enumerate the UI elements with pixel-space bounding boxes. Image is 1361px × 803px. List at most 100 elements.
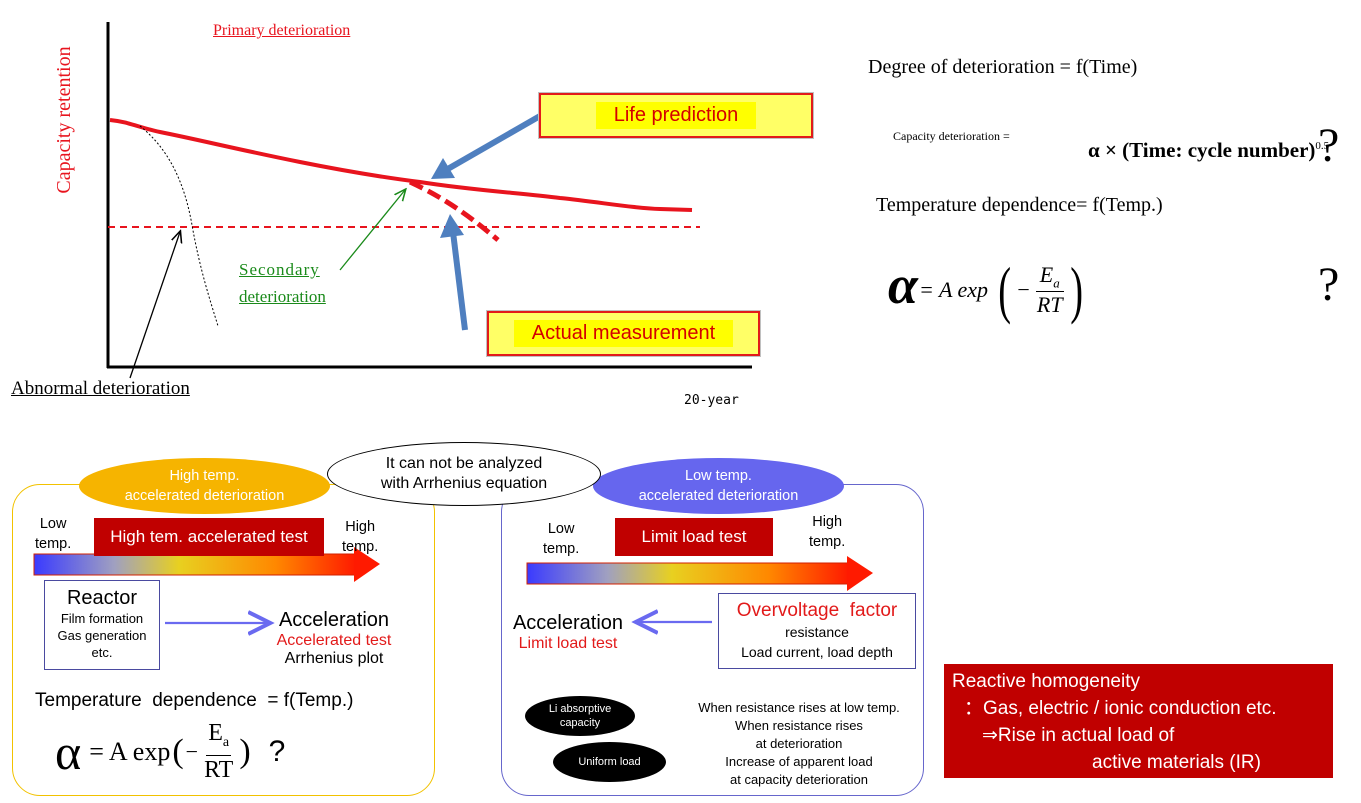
- reactor-item-3: etc.: [91, 645, 113, 660]
- limit-load-test-label: Limit load test: [615, 518, 773, 556]
- right-header-line1: Low temp.: [685, 468, 752, 484]
- abnormal-deterioration-label: Abnormal deterioration: [11, 378, 190, 399]
- left-formula-a: = A exp: [89, 737, 171, 766]
- reactive-line3: ⇒Rise in actual load of: [982, 725, 1175, 746]
- li-absorptive-oval: Li absorptive capacity: [525, 696, 635, 736]
- left-minus: −: [185, 739, 199, 764]
- left-high-temp: High temp.: [342, 517, 378, 557]
- overvoltage-item-1: resistance: [785, 624, 849, 640]
- capacity-rhs: α × (Time: cycle number)0.5: [1088, 138, 1329, 163]
- temperature-dependence-text: Temperature dependence= f(Temp.): [876, 194, 1163, 216]
- fraction-denominator: RT: [1036, 292, 1063, 318]
- reactive-line2: ：Gas, electric / ionic conduction etc.: [964, 698, 1277, 719]
- abnormal-arrow: [129, 232, 180, 379]
- left-fraction: Ea RT: [204, 720, 233, 785]
- overvoltage-title: Overvoltage factor: [736, 600, 898, 621]
- left-acceleration-block: Acceleration Accelerated test Arrhenius …: [264, 609, 404, 668]
- capacity-rhs-text: α × (Time: cycle number): [1088, 138, 1316, 162]
- left-fraction-den: RT: [204, 757, 234, 784]
- left-paren-right: ): [239, 733, 251, 770]
- overvoltage-item-2: Load current, load depth: [741, 644, 893, 660]
- left-acceleration-title: Acceleration: [278, 609, 390, 631]
- life-prediction-box: Life prediction: [538, 92, 814, 139]
- paren-left: (: [998, 254, 1012, 325]
- right-low-temp: Low temp.: [543, 519, 579, 559]
- right-low-word: Low: [547, 521, 575, 537]
- reactor-item-1: Film formation: [60, 611, 144, 626]
- reactor-title: Reactor: [66, 587, 138, 609]
- right-note-4: Increase of apparent load: [725, 754, 873, 769]
- actual-measurement-box: Actual measurement: [486, 310, 761, 357]
- arrhenius-formula: = A exp ( − Ea RT ): [919, 254, 1087, 325]
- left-header-line1: High temp.: [169, 468, 240, 484]
- x-end-label: 20-year: [684, 393, 739, 408]
- right-high-temp: High temp.: [809, 512, 845, 552]
- life-prediction-arrow: [431, 113, 542, 179]
- right-note-1: When resistance rises at low temp.: [698, 700, 900, 715]
- left-ea: E: [208, 719, 223, 746]
- left-temp-word: temp.: [35, 536, 72, 552]
- high-temp-accelerated-test-label: High tem. accelerated test: [94, 518, 324, 556]
- capacity-lhs: Capacity deterioration =: [893, 129, 1010, 143]
- left-alpha: α: [55, 724, 82, 780]
- reactor-item-2: Gas generation: [57, 628, 147, 643]
- degree-equation: Degree of deterioration = f(Time): [868, 56, 1138, 78]
- right-header-line2: accelerated deterioration: [638, 488, 799, 504]
- right-note-2: When resistance rises: [735, 718, 863, 733]
- right-header-ellipse: Low temp. accelerated deterioration: [593, 458, 844, 514]
- left-paren-left: (: [172, 733, 184, 770]
- y-axis-label: Capacity retention: [53, 46, 75, 194]
- left-ea-sub: a: [222, 734, 230, 750]
- life-prediction-text: Life prediction: [595, 102, 757, 129]
- uniform-load-oval: Uniform load: [553, 742, 666, 782]
- left-temp-dependence: Temperature dependence = f(Temp.): [35, 690, 354, 711]
- question-mark-1: ?: [1318, 119, 1340, 172]
- reactive-line4: active materials (IR): [1092, 752, 1261, 773]
- primary-curve: [109, 118, 693, 212]
- left-low-temp: Low temp.: [35, 514, 71, 554]
- left-header-ellipse: High temp. accelerated deterioration: [79, 458, 330, 514]
- right-temp-arrow: [526, 556, 873, 591]
- capacity-exponent: 0.5: [1315, 140, 1330, 152]
- fraction-numerator: Ea: [1035, 262, 1064, 293]
- left-high-word: High: [345, 519, 376, 535]
- left-header-line2: accelerated deterioration: [124, 488, 285, 504]
- paren-right: ): [1069, 254, 1083, 325]
- right-acceleration-block: Acceleration Limit load test: [506, 612, 630, 653]
- reactor-box: Reactor Film formation Gas generation et…: [44, 580, 160, 670]
- primary-deterioration-label: Primary deterioration: [213, 22, 351, 39]
- left-formula: α = A exp ( − Ea RT ) ?: [55, 720, 285, 784]
- left-question: ?: [268, 735, 286, 768]
- right-note-3: at deterioration: [755, 736, 843, 751]
- center-note-line2: with Arrhenius equation: [380, 475, 548, 492]
- secondary-label-line2: deterioration: [239, 287, 326, 306]
- center-note-ellipse: It can not be analyzed with Arrhenius eq…: [327, 442, 601, 506]
- left-high-temp-word: temp.: [342, 539, 379, 555]
- left-low-word: Low: [39, 516, 67, 532]
- actual-measurement-text: Actual measurement: [513, 320, 734, 347]
- right-low-temp-word: temp.: [543, 541, 580, 557]
- abnormal-curve: [139, 125, 219, 327]
- question-mark-2: ?: [1318, 258, 1340, 311]
- left-fraction-num: Ea: [206, 719, 232, 757]
- fraction: Ea RT: [1035, 262, 1064, 318]
- reactive-homogeneity-box: Reactive homogeneity ：Gas, electric / io…: [944, 664, 1333, 778]
- right-high-temp-word: temp.: [809, 534, 846, 550]
- arrhenius-rhs: = A exp: [919, 277, 989, 302]
- overvoltage-box: Overvoltage factor resistance Load curre…: [718, 593, 916, 669]
- alpha-symbol: α: [888, 255, 918, 315]
- right-high-word: High: [812, 514, 843, 530]
- reactive-line1: Reactive homogeneity: [952, 671, 1140, 692]
- actual-measurement-arrow: [440, 214, 468, 331]
- left-acceleration-sub2: Arrhenius plot: [284, 650, 384, 667]
- minus-sign: −: [1017, 277, 1030, 302]
- secondary-curve: [408, 179, 500, 242]
- secondary-label-line1: Secondary: [239, 260, 320, 279]
- right-notes: When resistance rises at low temp. When …: [676, 699, 922, 789]
- right-acceleration-title: Acceleration: [512, 612, 624, 634]
- secondary-arrow: [339, 190, 405, 271]
- center-note-line1: It can not be analyzed: [385, 455, 543, 472]
- left-acceleration-sub: Accelerated test: [276, 632, 392, 649]
- right-acceleration-sub: Limit load test: [518, 635, 618, 652]
